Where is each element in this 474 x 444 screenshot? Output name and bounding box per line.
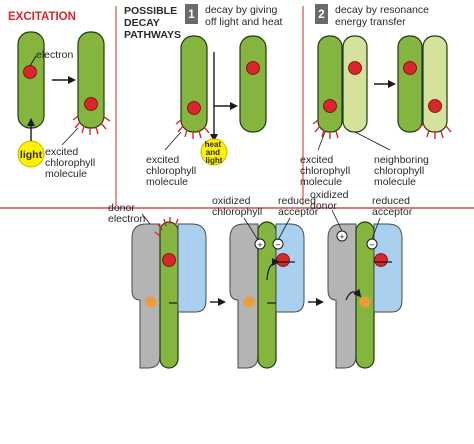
donated-electron: [359, 296, 371, 308]
neighbor-electron: [348, 61, 362, 75]
neighboring-chlorophyll-label: neighboring chlorophyll molecule: [374, 154, 432, 188]
acceptor-molecule: [373, 223, 403, 313]
oxidized-donor-label: oxidized donor: [310, 189, 351, 212]
excitation-glow-lines: [175, 119, 210, 139]
donor-electron: [145, 296, 157, 308]
plus-charge: [254, 238, 266, 250]
neighboring-chlorophyll-molecule: [342, 35, 368, 133]
excited-label-line: [141, 213, 151, 225]
ground-state-electron: [403, 61, 417, 75]
neighbor-glow-lines: [417, 123, 452, 139]
excited-chlorophyll-label: excited chlorophyll molecule: [45, 146, 98, 180]
neighbor-label-line: [354, 131, 391, 151]
donor-molecule: [131, 223, 161, 369]
reduced-acceptor-label: reduced acceptor: [278, 195, 319, 218]
electron-label: electron: [36, 49, 74, 61]
neighbor-excited-electron: [428, 99, 442, 113]
reduced-acceptor-label: reduced acceptor: [372, 195, 413, 218]
oxidized-donor-molecule: [327, 223, 357, 369]
excited-electron: [187, 101, 201, 115]
light-label: light: [20, 149, 43, 161]
reduced-label-line: [371, 217, 381, 240]
pathway-2-panel: 2 decay by resonance energy transfer exc…: [300, 4, 452, 188]
oxidized-donor-label-line: [331, 209, 343, 232]
electron-ground-state: [23, 65, 37, 79]
pathway-1-number-box: [185, 4, 198, 24]
excitation-glow-lines: [312, 119, 339, 139]
reduced-acceptor-electron: [374, 253, 388, 267]
pathway-2-number-box: [315, 4, 328, 24]
ground-state-electron: [246, 61, 260, 75]
acceptor-molecule: [275, 223, 305, 313]
excited-chlorophyll-molecule: [317, 35, 343, 133]
chlorophyll-molecule: [17, 31, 45, 129]
chlorophyll-molecule: [159, 221, 179, 369]
heat-and-light-label: heat and light: [205, 140, 224, 165]
oxidized-label-line: [243, 217, 259, 241]
excitation-title: EXCITATION: [8, 11, 76, 23]
excited-label-line: [61, 127, 79, 146]
excited-electron: [84, 97, 98, 111]
minus-charge: [272, 238, 284, 250]
transferred-electron: [276, 253, 290, 267]
pathway-1-title: decay by giving off light and heat: [205, 4, 283, 28]
donor-electron-label: donor electron: [108, 202, 146, 225]
ground-state-chlorophyll-molecule: [397, 35, 423, 133]
electron-label-line: [29, 55, 37, 67]
possible-decay-pathways-label: POSSIBLE DECAY PATHWAYS: [124, 5, 181, 41]
excitation-glow-lines: [154, 217, 179, 237]
excited-label-line: [317, 131, 326, 151]
excited-neighbor-molecule: [422, 35, 448, 133]
excited-electron: [323, 99, 337, 113]
plus-sign: +: [339, 232, 345, 243]
donor-transfer-curve: [345, 288, 362, 301]
electron-transfer-panel: donor electron + − oxidized chlorophyll …: [108, 189, 413, 369]
excited-chlorophyll-label: excited chlorophyll molecule: [146, 154, 199, 188]
plus-sign: +: [257, 240, 263, 251]
excited-chlorophyll-molecule: [77, 31, 105, 129]
excited-label-line: [164, 131, 182, 151]
minus-sign: −: [369, 240, 375, 251]
pathway-1-panel: 1 decay by giving off light and heat hea…: [146, 4, 283, 188]
excitation-glow-lines: [72, 115, 111, 135]
ground-state-chlorophyll-molecule: [239, 35, 267, 133]
donor-molecule: [229, 223, 259, 369]
electron-transfer-curve: [266, 258, 280, 281]
oxidized-chlorophyll-label: oxidized chlorophyll: [212, 195, 262, 218]
pathway-1-number: 1: [188, 9, 195, 21]
acceptor-molecule: [177, 223, 207, 313]
heat-and-light-burst: [200, 138, 228, 166]
reduced-label-line: [277, 217, 291, 241]
excitation-panel: EXCITATION electron light excited chloro…: [8, 11, 111, 180]
excited-electron: [162, 253, 176, 267]
minus-sign: −: [275, 240, 281, 251]
donor-electron: [243, 296, 255, 308]
pathway-2-title: decay by resonance energy transfer: [335, 4, 432, 28]
excited-chlorophyll-label: excited chlorophyll molecule: [300, 154, 353, 188]
pathway-2-number: 2: [318, 9, 324, 21]
excited-chlorophyll-molecule: [180, 35, 208, 133]
